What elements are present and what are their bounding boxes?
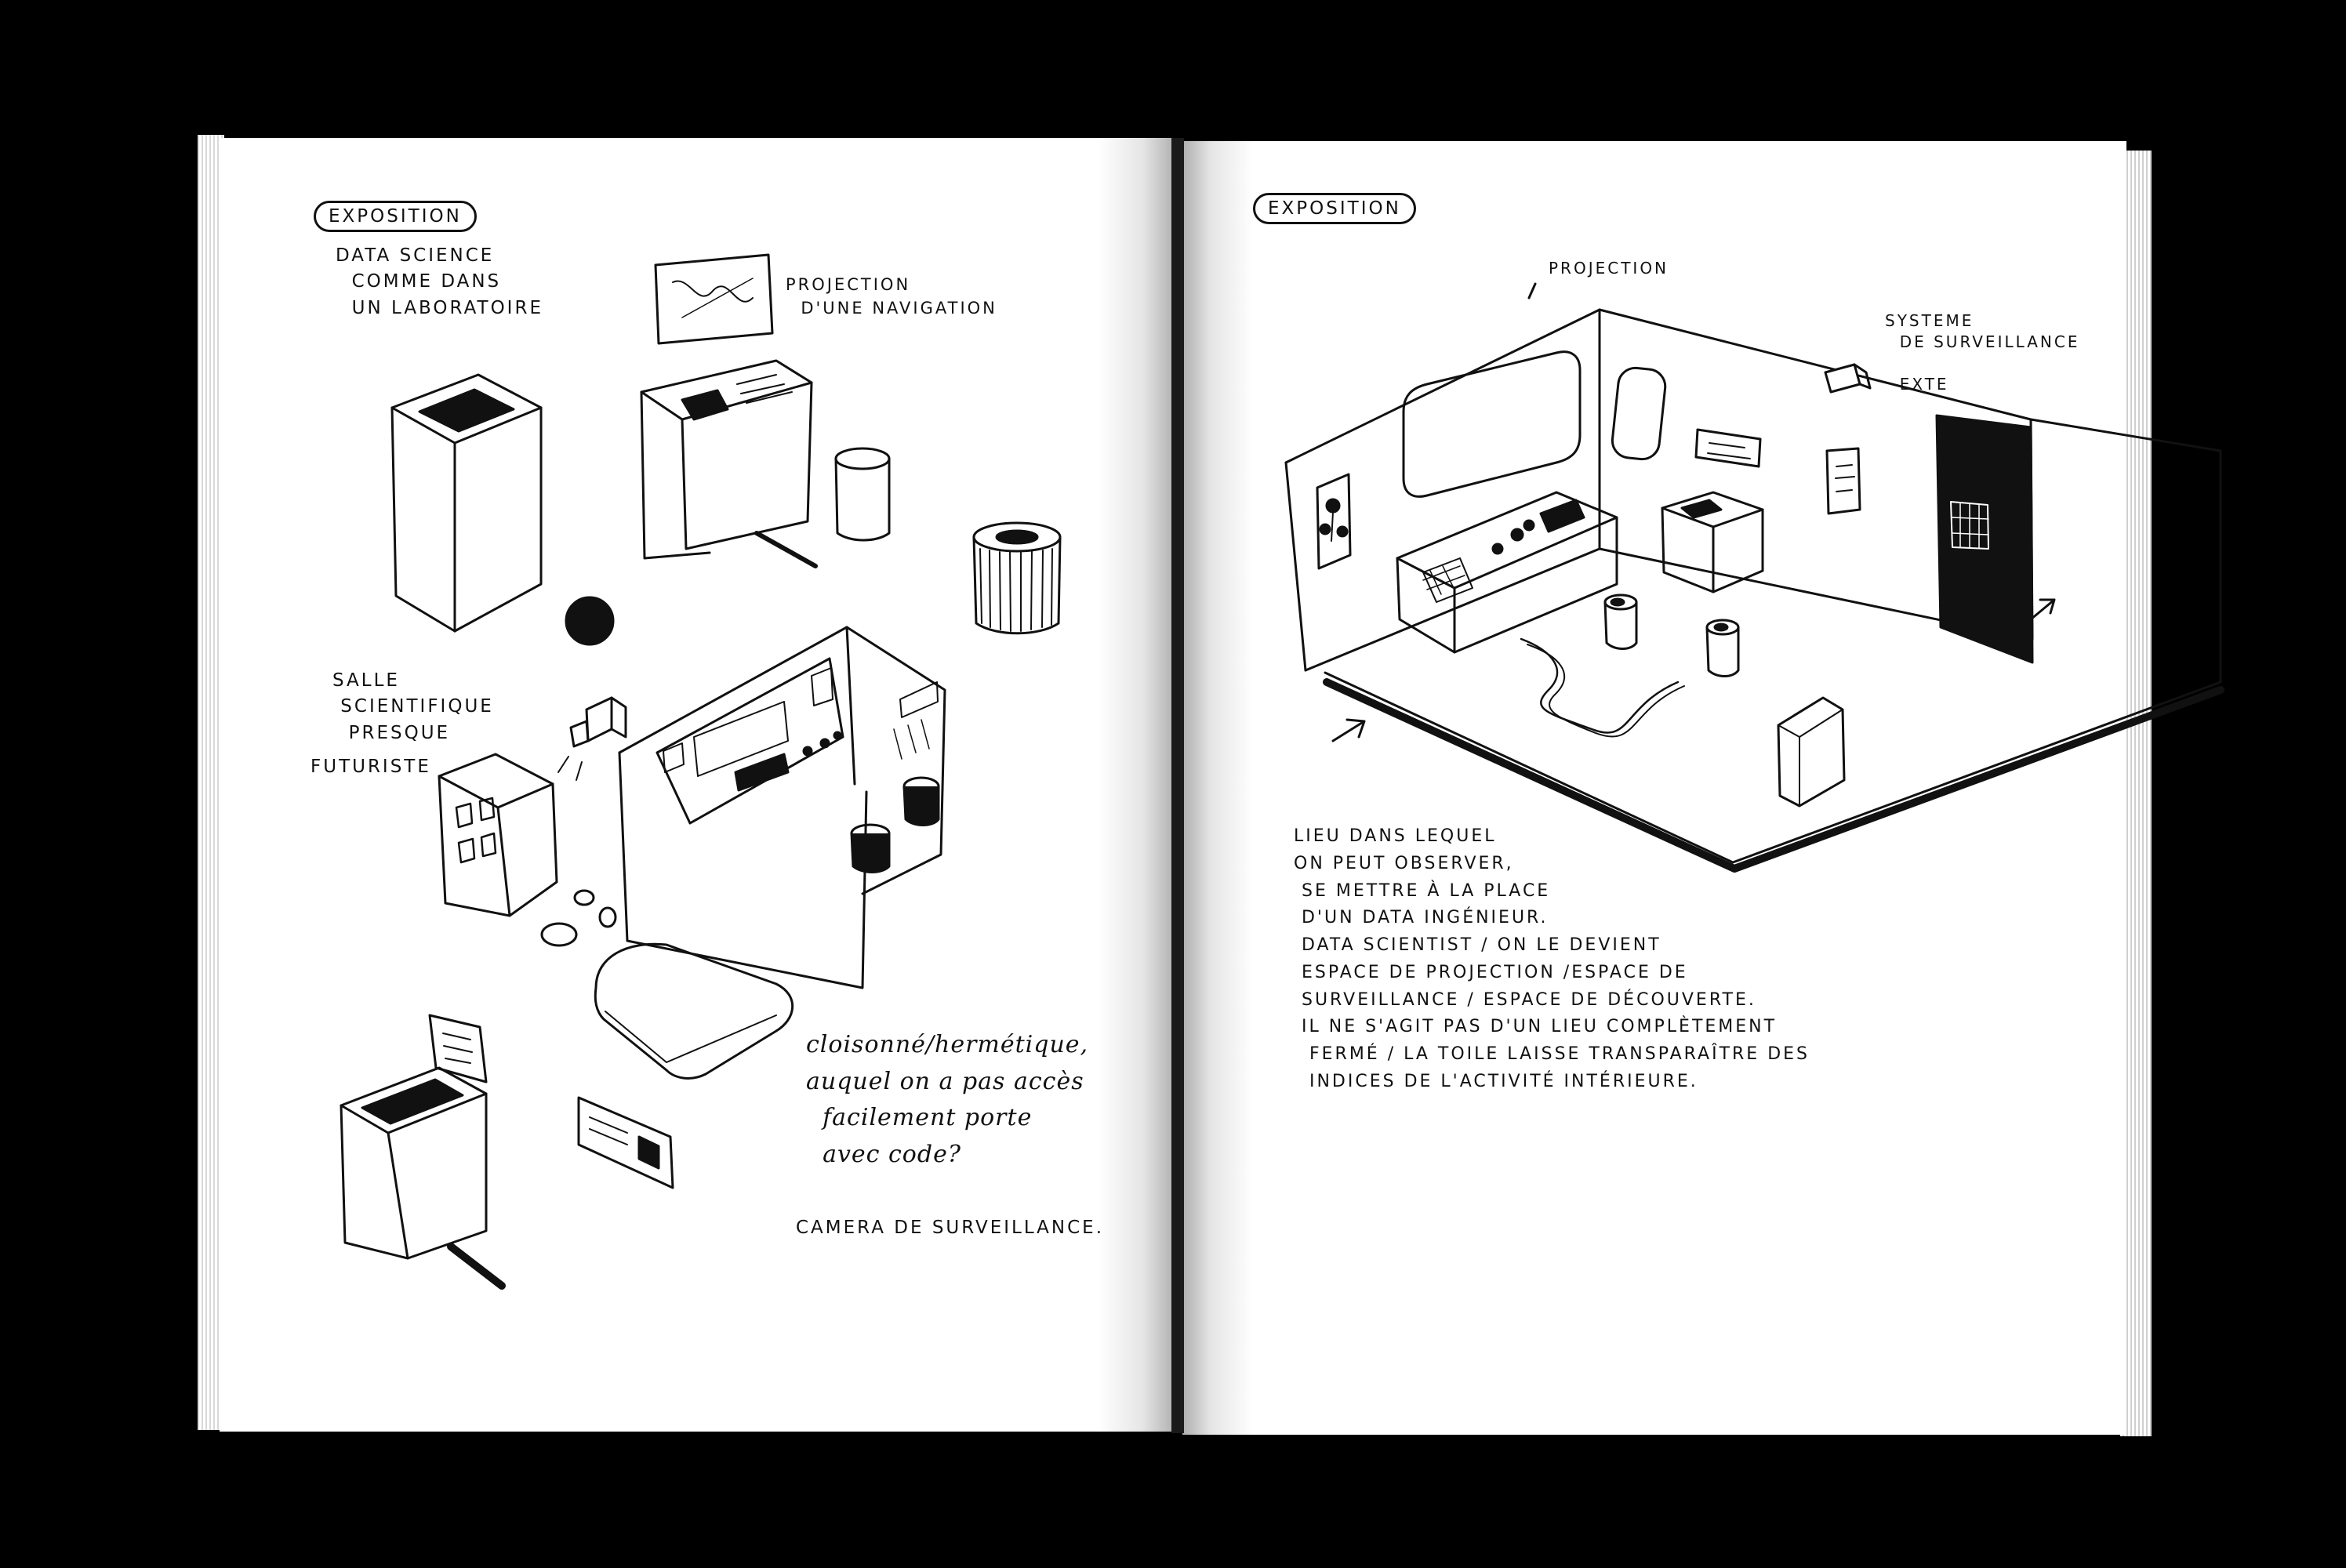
floor-pebbles-sketch (542, 891, 616, 946)
note-data-science: DATA SCIENCE COMME DANS UN LABORATOIRE (336, 245, 543, 318)
book-spine (1171, 138, 1184, 1433)
note-projection-navigation: PROJECTION D'UNE NAVIGATION (786, 275, 997, 318)
left-exposition-tag: EXPOSITION (314, 201, 477, 232)
dark-sphere-sketch (566, 597, 613, 644)
surveillance-camera-sketch (558, 698, 626, 780)
note-systeme-surveillance: SYSTEME DE SURVEILLANCE EXTE (1885, 311, 2080, 394)
note-futuriste: FUTURISTE (310, 757, 431, 777)
right-gutter-shadow (1182, 141, 1253, 1435)
left-gutter-shadow (1098, 138, 1173, 1432)
terminal-kiosk-sketch (341, 1015, 502, 1286)
cabinet-sketch (439, 754, 557, 916)
floor-cushion-sketch (595, 944, 792, 1078)
projection-screen-sketch (656, 255, 772, 343)
note-cloisonne: cloisonné/hermétique, auquel on a pas ac… (806, 1031, 1089, 1168)
kiosk-sketch (392, 375, 541, 631)
left-page (220, 138, 1173, 1432)
right-exposition-tag: EXPOSITION (1253, 193, 1416, 224)
entry-arrow-left (1333, 720, 1364, 741)
room-description: LIEU DANS LEQUEL ON PEUT OBSERVER, SE ME… (1294, 826, 1810, 1091)
side-desk-sketch (1662, 492, 1763, 592)
entry-arrow-right (2031, 600, 2054, 619)
floor-cable-sketch (1521, 639, 1678, 733)
control-desk-sketch (1397, 492, 1617, 652)
code-keypad-sketch (579, 1098, 673, 1188)
waste-bin-sketch (836, 448, 889, 540)
dark-cylinder-sketch (974, 523, 1060, 633)
projection-window-sketch (1404, 352, 1580, 497)
right-page (1182, 141, 2126, 1435)
note-projection: PROJECTION (1549, 259, 1669, 278)
note-salle-scientifique: SALLE SCIENTIFIQUE PRESQUE (332, 670, 494, 743)
console-desk-sketch (641, 361, 815, 566)
standing-panel-sketch (1778, 698, 1844, 806)
enclosed-booth-sketch (619, 627, 945, 988)
note-camera-surveillance: CAMERA DE SURVEILLANCE. (796, 1218, 1105, 1238)
door-sketch (1937, 416, 2032, 662)
room-floor-edge (1327, 682, 2221, 869)
